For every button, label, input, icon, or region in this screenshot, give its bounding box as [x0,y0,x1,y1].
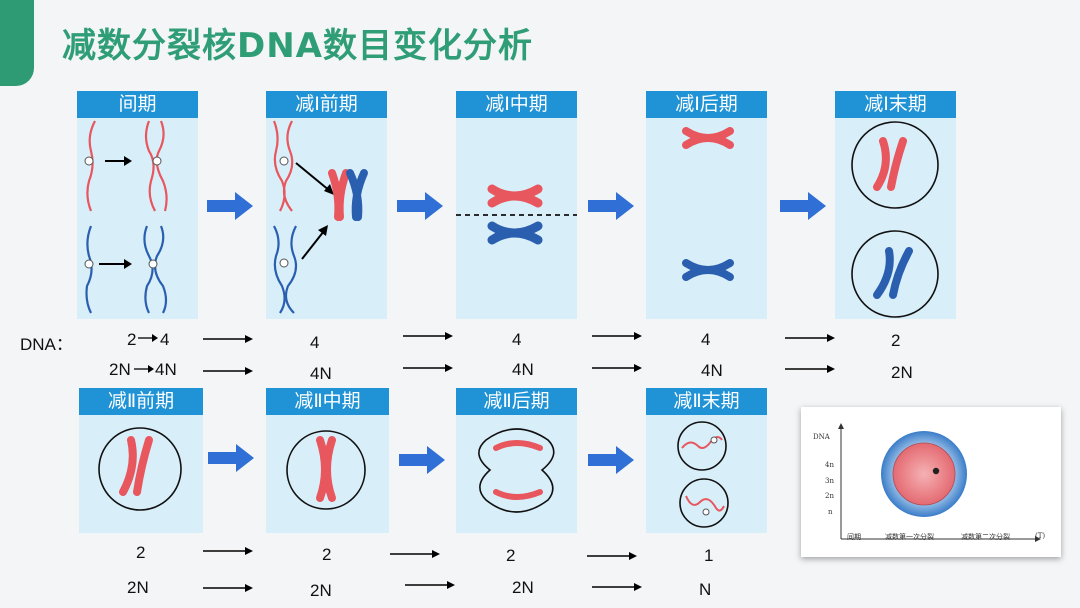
next-stage-arrow [780,192,826,220]
next-stage-arrow [207,192,253,220]
panel-prophase-1: 减Ⅰ前期 [266,91,387,319]
dna-label: DNA： [20,330,73,355]
graph-ytick: n [828,508,833,516]
graph-xunit: (T) [1035,532,1045,540]
ploidy-value: 4N [701,361,723,381]
dna-value: 2 [506,546,515,566]
chromosome-illustration [646,91,767,319]
dna-value: 1 [704,546,713,566]
dna-value: 4 [160,330,169,350]
thin-arrow [785,333,835,343]
graph-xtick: 间期 [847,532,861,542]
next-stage-arrow [588,446,634,474]
panel-telophase-1: 减Ⅰ末期 [835,91,956,319]
ploidy-value: 2N [512,578,534,598]
next-stage-arrow [399,446,445,474]
graph-ytick: 2n [825,492,834,500]
panel-anaphase-2: 减Ⅱ后期 [456,388,577,533]
ploidy-value: 4N [310,364,332,384]
thin-arrow [587,551,637,561]
dna-value: 4 [512,330,521,350]
ploidy-value: N [699,580,711,600]
dna-value: 4 [701,330,710,350]
page-title: 减数分裂核DNA数目变化分析 [62,18,533,67]
thin-arrow [403,363,453,373]
chromosome-illustration [456,388,577,533]
thin-arrow [203,334,253,344]
corner-accent [0,0,34,86]
chromosome-illustration [79,388,203,533]
thin-arrow [403,331,453,341]
panel-metaphase-1: 减Ⅰ中期 [456,91,577,319]
dna-graph-inset: DNA 4n 3n 2n n 间期 减数第一次分裂 减数第二次分裂 (T) [801,407,1061,557]
thin-arrow [405,580,455,590]
ploidy-value: 4N [155,360,177,380]
chromosome-illustration [456,91,577,319]
thin-arrow [592,331,642,341]
graph-xtick: 减数第一次分裂 [885,532,934,542]
panel-metaphase-2: 减Ⅱ中期 [266,388,389,533]
thin-arrow [592,363,642,373]
thin-arrow [785,364,835,374]
ploidy-value: 2N [109,360,131,380]
chromosome-illustration [646,388,767,533]
thin-arrow [203,366,253,376]
small-arrow-icon [137,331,159,345]
next-stage-arrow [588,192,634,220]
dna-value: 2 [127,330,136,350]
thin-arrow [203,546,253,556]
next-stage-arrow [397,192,443,220]
ploidy-value: 4N [512,360,534,380]
panel-interphase: 间期 [77,91,198,319]
panel-telophase-2: 减Ⅱ末期 [646,388,767,533]
thin-arrow [390,549,440,559]
dna-value: 2 [136,543,145,563]
dna-value: 4 [310,333,319,353]
panel-prophase-2: 减Ⅱ前期 [79,388,203,533]
chromosome-illustration [266,388,389,533]
ploidy-value: 2N [127,578,149,598]
next-stage-arrow [208,444,254,472]
dna-value: 2 [322,545,331,565]
dna-value: 2 [891,331,900,351]
chromosome-illustration [266,91,387,319]
graph-xtick: 减数第二次分裂 [961,532,1010,542]
graph-ytick: 3n [825,477,834,485]
chromosome-illustration [77,91,198,319]
thin-arrow [203,583,253,593]
ploidy-value: 2N [310,581,332,601]
graph-ytick: 4n [825,461,834,469]
ploidy-value: 2N [891,363,913,383]
thin-arrow [592,582,642,592]
chromosome-illustration [835,91,956,319]
small-arrow-icon [133,362,155,376]
panel-anaphase-1: 减Ⅰ后期 [646,91,767,319]
graph-ylabel: DNA [813,433,830,441]
